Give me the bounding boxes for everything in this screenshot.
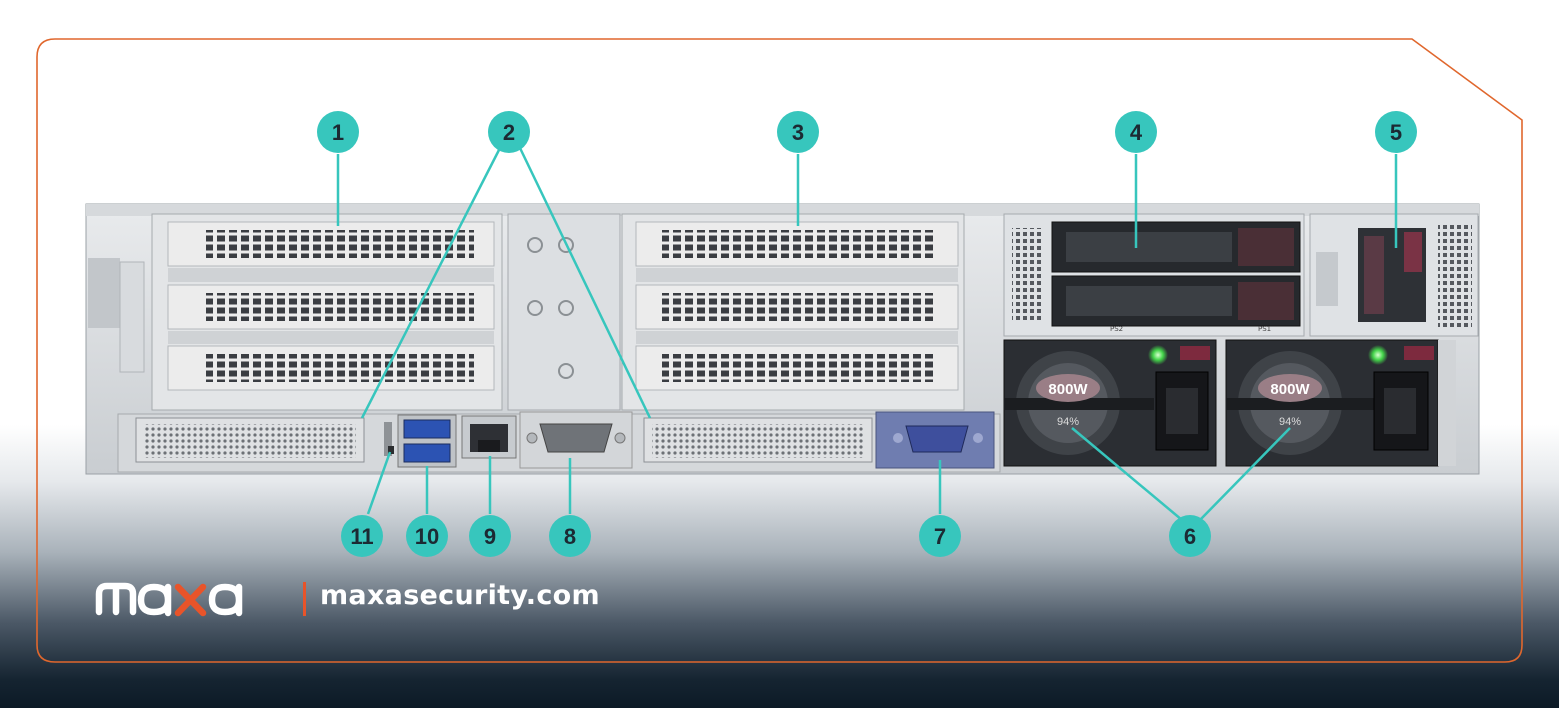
maxa-logo — [95, 582, 243, 617]
pcie-riser-2 — [621, 213, 965, 411]
callout-5-label: 5 — [1390, 120, 1402, 145]
psu-wattage-left: 800W — [1048, 381, 1088, 398]
psu-efficiency-right: 94% — [1279, 416, 1301, 428]
callout-7: 7 — [919, 515, 961, 557]
callout-3: 3 — [777, 111, 819, 153]
callout-6-label: 6 — [1184, 524, 1196, 549]
frame-border — [36, 38, 1523, 663]
callout-1-label: 1 — [332, 120, 344, 145]
leader-2b — [518, 147, 652, 419]
psu-wattage-right: 800W — [1270, 381, 1310, 398]
callout-11: 11 — [341, 515, 383, 557]
callout-4-label: 4 — [1130, 120, 1143, 145]
pcie-riser-1 — [151, 213, 503, 411]
vga-port — [875, 411, 995, 469]
callout-5: 5 — [1375, 111, 1417, 153]
leader-6b — [1199, 427, 1291, 521]
callout-3-label: 3 — [792, 120, 804, 145]
ps2-label: PS2 — [1110, 325, 1123, 333]
leader-6a — [1071, 427, 1183, 521]
leader-2a — [360, 147, 502, 419]
leader-lines — [336, 147, 1398, 521]
callout-6: 6 — [1169, 515, 1211, 557]
callout-1: 1 — [317, 111, 359, 153]
callout-8-label: 8 — [564, 524, 576, 549]
callout-9-label: 9 — [484, 524, 496, 549]
power-supply-right: 800W 94% — [1225, 339, 1456, 467]
callout-10: 10 — [406, 515, 448, 557]
usb-ports — [397, 414, 457, 468]
pcie-slot-bottom — [643, 417, 873, 463]
callout-2-label: 2 — [503, 120, 515, 145]
ps1-label: PS1 — [1258, 325, 1271, 333]
callout-11-label: 11 — [350, 524, 373, 549]
center-bracket — [507, 213, 621, 411]
ocp-module — [1309, 213, 1479, 337]
serial-port — [519, 411, 633, 469]
callout-4: 4 — [1115, 111, 1157, 153]
callout-2: 2 — [488, 111, 530, 153]
drive-cage: PS2 PS1 — [1003, 213, 1305, 337]
callout-10-label: 10 — [415, 524, 439, 549]
logo-divider — [303, 582, 306, 616]
ethernet-port — [461, 415, 517, 459]
callout-8: 8 — [549, 515, 591, 557]
callout-9: 9 — [469, 515, 511, 557]
power-supply-left: 800W 94% — [1003, 339, 1217, 467]
callout-7-label: 7 — [934, 524, 946, 549]
psu-efficiency-left: 94% — [1057, 416, 1079, 428]
website-url: maxasecurity.com — [320, 580, 600, 611]
leader-11 — [366, 451, 392, 515]
